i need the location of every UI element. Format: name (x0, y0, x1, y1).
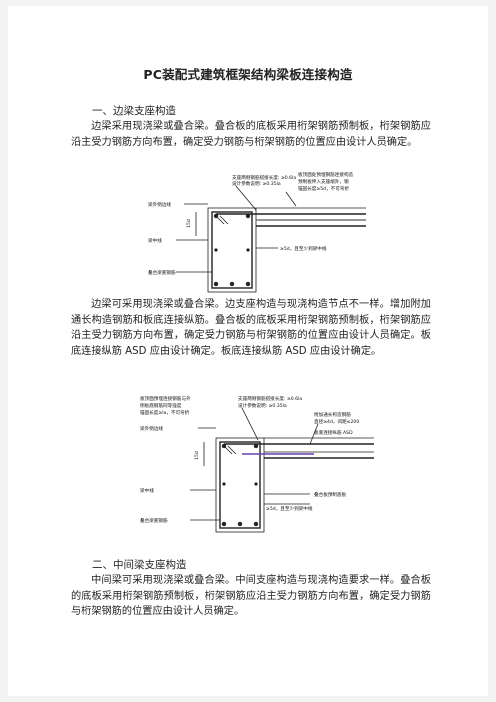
fig2-label-b1: ≥5d，且至少到梁中线 (266, 505, 313, 512)
edge-beam-support-diagram: 支座两侧钢筋搭接长度: ≥0.6la 设计参数说明: ≥0.35la 板顶面处预… (148, 171, 366, 293)
paragraph-1-text: 边梁采用现浇梁或叠合梁。叠合板的底板采用桁架钢筋预制板，桁架钢筋应沿主受力钢筋方… (71, 121, 431, 148)
fig2-label-l3: 锚固长度≥la，不可弯折 (140, 409, 190, 416)
fig1-label-right3: 锚固长度≥5d，不可弯折 (298, 185, 349, 192)
fig1-label-top2: 设计参数说明: ≥0.35la (232, 180, 281, 187)
fig2-label-left2: 梁中线 (140, 487, 154, 494)
paragraph-2-text: 边梁可采用现浇梁或叠合梁。边支座构造与现浇构造节点不一样。增加附加通长构造钢筋和… (71, 299, 431, 357)
fig2-label-top1: 支座两侧钢筋搭接长度: ≥0.6la (238, 395, 302, 402)
paragraph-2: 边梁可采用现浇梁或叠合梁。边支座构造与现浇构造节点不一样。增加附加通长构造钢筋和… (71, 297, 431, 359)
fig1-label-right2: 预制板伸入支座端外，钢 (298, 178, 349, 185)
edge-beam-additional-rebar-diagram: 板顶面预埋连接钢筋与外 侧板底钢筋同等强度 锚固长度≥la，不可弯折 梁外侧边线… (140, 395, 374, 533)
document-page: PC装配式建筑框架结构梁板连接构造 一、边梁支座构造 边梁采用现浇梁或叠合梁。叠… (8, 6, 488, 696)
fig1-label-top1: 支座两侧钢筋搭接长度: ≥0.6la (232, 174, 296, 181)
fig2-label-left3: 叠合梁底钢筋 (140, 517, 168, 524)
fig2-label-l2: 侧板底钢筋同等强度 (140, 402, 182, 409)
fig2-label-left1: 梁外侧边线 (140, 425, 163, 432)
section-heading-2: 二、中间梁支座构造 (92, 559, 187, 571)
page-title: PC装配式建筑框架结构梁板连接构造 (143, 67, 353, 82)
fig1-label-left1: 梁外侧边线 (148, 201, 171, 208)
fig1-label-note: ≥5d，且至少到梁中线 (280, 245, 327, 252)
fig2-label-r4: 叠合板预制底板 (314, 491, 347, 498)
fig2-label-r2: 直径≥4d，间距≤200 (314, 418, 359, 425)
paragraph-1: 边梁采用现浇梁或叠合梁。叠合板的底板采用桁架钢筋预制板，桁架钢筋应沿主受力钢筋方… (71, 119, 431, 150)
fig2-label-l1: 板顶面预埋连接钢筋与外 (140, 395, 191, 402)
fig1-label-right1: 板顶面处预埋钢筋连接构造 (298, 171, 354, 178)
fig2-label-r1: 附加通长构造钢筋 (314, 411, 351, 418)
fig1-label-left3: 叠合梁底钢筋 (148, 269, 176, 276)
fig1-label-dim: 15d (186, 219, 192, 228)
fig2-label-r3: 板底连接纵筋 ASD (314, 429, 353, 436)
fig2-label-top2: 设计参数说明: ≥0.35la (238, 402, 287, 409)
section-heading-1: 一、边梁支座构造 (92, 105, 176, 117)
fig2-label-dim: 15d (194, 451, 200, 460)
paragraph-3: 中间梁可采用现浇梁或叠合梁。中间支座构造与现浇构造要求一样。叠合板的底板采用桁架… (71, 573, 431, 620)
paragraph-3-text: 中间梁可采用现浇梁或叠合梁。中间支座构造与现浇构造要求一样。叠合板的底板采用桁架… (71, 575, 431, 618)
fig1-label-left2: 梁中线 (148, 237, 162, 244)
